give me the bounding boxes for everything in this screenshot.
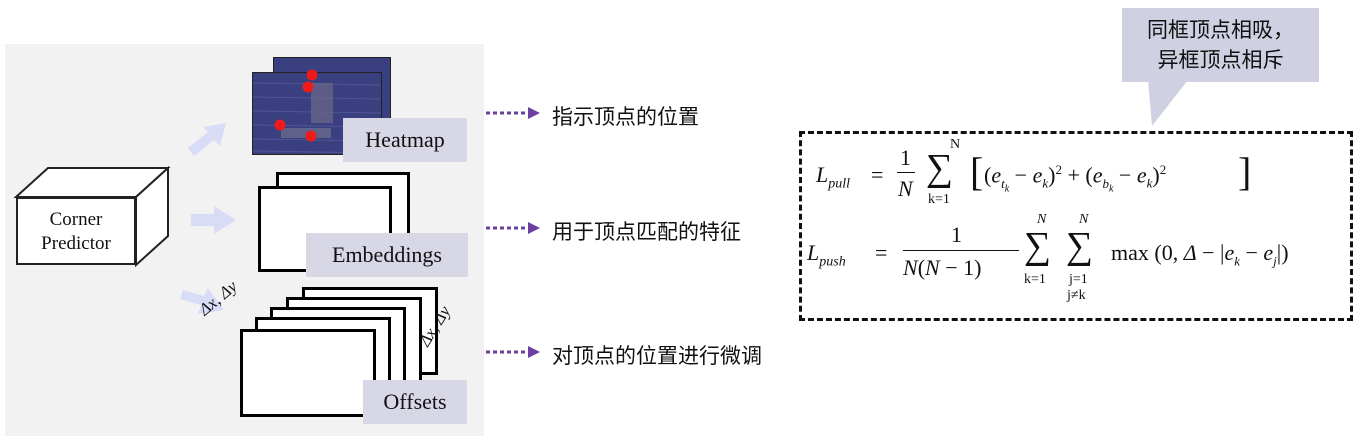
heatmap-dot — [274, 119, 286, 131]
callout-line-2: 异框顶点相斥 — [1157, 48, 1284, 72]
heatmap-dot — [306, 69, 318, 81]
embeddings-tag: Embeddings — [306, 233, 468, 277]
output-arrows — [486, 107, 540, 358]
output-offsets-text: 对顶点的位置进行微调 — [552, 344, 762, 368]
callout-tail — [1148, 80, 1188, 126]
callout-bubble — [1122, 8, 1319, 82]
push-loss-formula: Lpush = 1 N(N − 1) N ∑ k=1 N ∑ j=1 j≠k m… — [807, 212, 1289, 303]
offsets-tag: Offsets — [363, 380, 467, 424]
loss-formula-box — [799, 131, 1353, 321]
heatmap-dot — [302, 81, 314, 93]
offsets-front-frame — [240, 329, 376, 417]
predictor-label: Corner Predictor — [41, 209, 111, 254]
output-embeddings-text: 用于顶点匹配的特征 — [552, 220, 741, 244]
arrow-to-embeddings — [191, 206, 236, 234]
head-arrows — [180, 123, 236, 314]
callout-line-1: 同框顶点相吸， — [1147, 18, 1294, 42]
pull-loss-formula: Lpull = 1 N N ∑ k=1 [ (etk − ek)2 + (ebk… — [816, 137, 1252, 207]
arrow-to-offsets — [180, 288, 224, 314]
output-heatmap-text: 指示顶点的位置 — [552, 105, 699, 129]
predictor-box — [16, 197, 136, 265]
arrow-to-heatmap — [188, 123, 226, 156]
heatmap-dot — [305, 130, 317, 142]
heatmap-dots — [274, 69, 318, 142]
heatmap-tag: Heatmap — [343, 118, 467, 162]
